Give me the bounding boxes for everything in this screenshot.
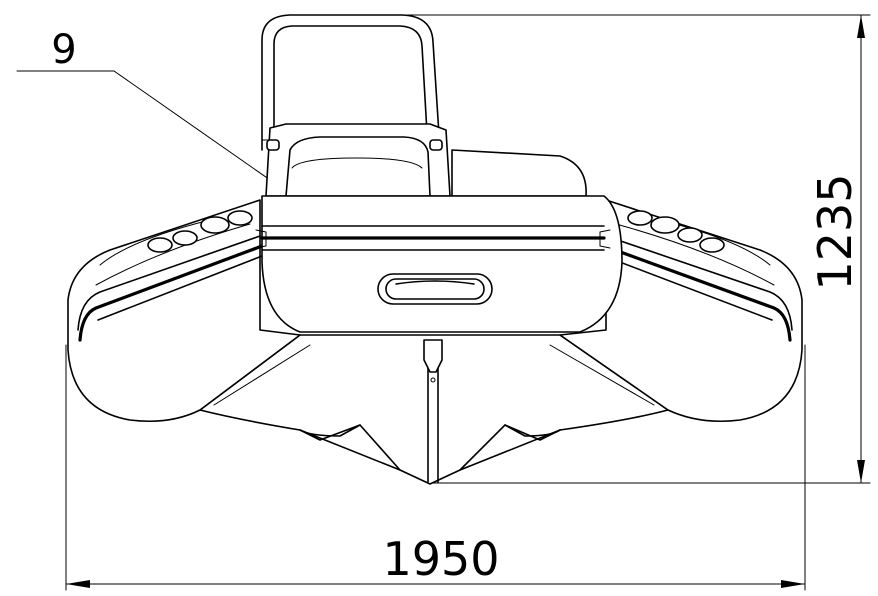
seat-cushion bbox=[285, 136, 431, 197]
bow-eye bbox=[423, 339, 443, 373]
left-tube-rubstrake-bottom bbox=[97, 255, 263, 321]
roll-bar-outer bbox=[261, 14, 441, 151]
height-dimension-label: 1235 bbox=[808, 173, 862, 290]
height-arrow-top bbox=[857, 15, 865, 38]
right-tube-handles bbox=[627, 210, 725, 253]
seat-clip-left bbox=[266, 139, 280, 151]
right-tube-rubstrake-bottom bbox=[603, 255, 773, 321]
console-rear bbox=[451, 149, 587, 197]
callout-label: 9 bbox=[51, 27, 76, 73]
width-arrow-left bbox=[66, 580, 90, 588]
right-tube-rubstrake-top bbox=[605, 235, 793, 331]
height-arrow-bottom bbox=[857, 460, 865, 483]
left-handle-3 bbox=[200, 216, 230, 234]
left-tube-rubstrake-top bbox=[77, 235, 261, 331]
right-handle-4 bbox=[699, 237, 725, 253]
dimension-lines bbox=[65, 14, 871, 591]
seat-cushion-seam bbox=[291, 157, 423, 169]
hull-chines bbox=[299, 424, 561, 471]
boat bbox=[67, 14, 803, 485]
width-arrow-right bbox=[781, 580, 805, 588]
seat-clip-right bbox=[429, 139, 443, 151]
right-tube-rubstrake bbox=[602, 244, 792, 342]
bow-handle-grip bbox=[395, 280, 475, 285]
left-tube bbox=[67, 199, 301, 423]
left-handle-4 bbox=[227, 210, 253, 226]
width-dimension-label: 1950 bbox=[382, 532, 499, 586]
hull-strakes bbox=[213, 344, 655, 406]
left-tube-rubstrake bbox=[78, 244, 264, 342]
right-handle-2 bbox=[650, 216, 680, 234]
roll-bar-inner bbox=[273, 25, 429, 151]
left-handle-2 bbox=[172, 230, 198, 246]
bow-eye-bolt bbox=[430, 377, 436, 383]
hull-spray-rails bbox=[299, 424, 561, 437]
bow-cone bbox=[261, 195, 623, 333]
left-tube-contours bbox=[95, 219, 251, 286]
bow-handle-outer bbox=[377, 273, 493, 305]
right-handle-1 bbox=[627, 210, 653, 226]
left-tube-handles bbox=[147, 210, 253, 253]
right-handle-3 bbox=[677, 227, 703, 243]
left-handle-1 bbox=[147, 237, 173, 253]
bow-rubstrake-caps bbox=[255, 229, 611, 249]
hull-bottom bbox=[199, 334, 669, 485]
bow-handle-inner bbox=[385, 278, 485, 300]
